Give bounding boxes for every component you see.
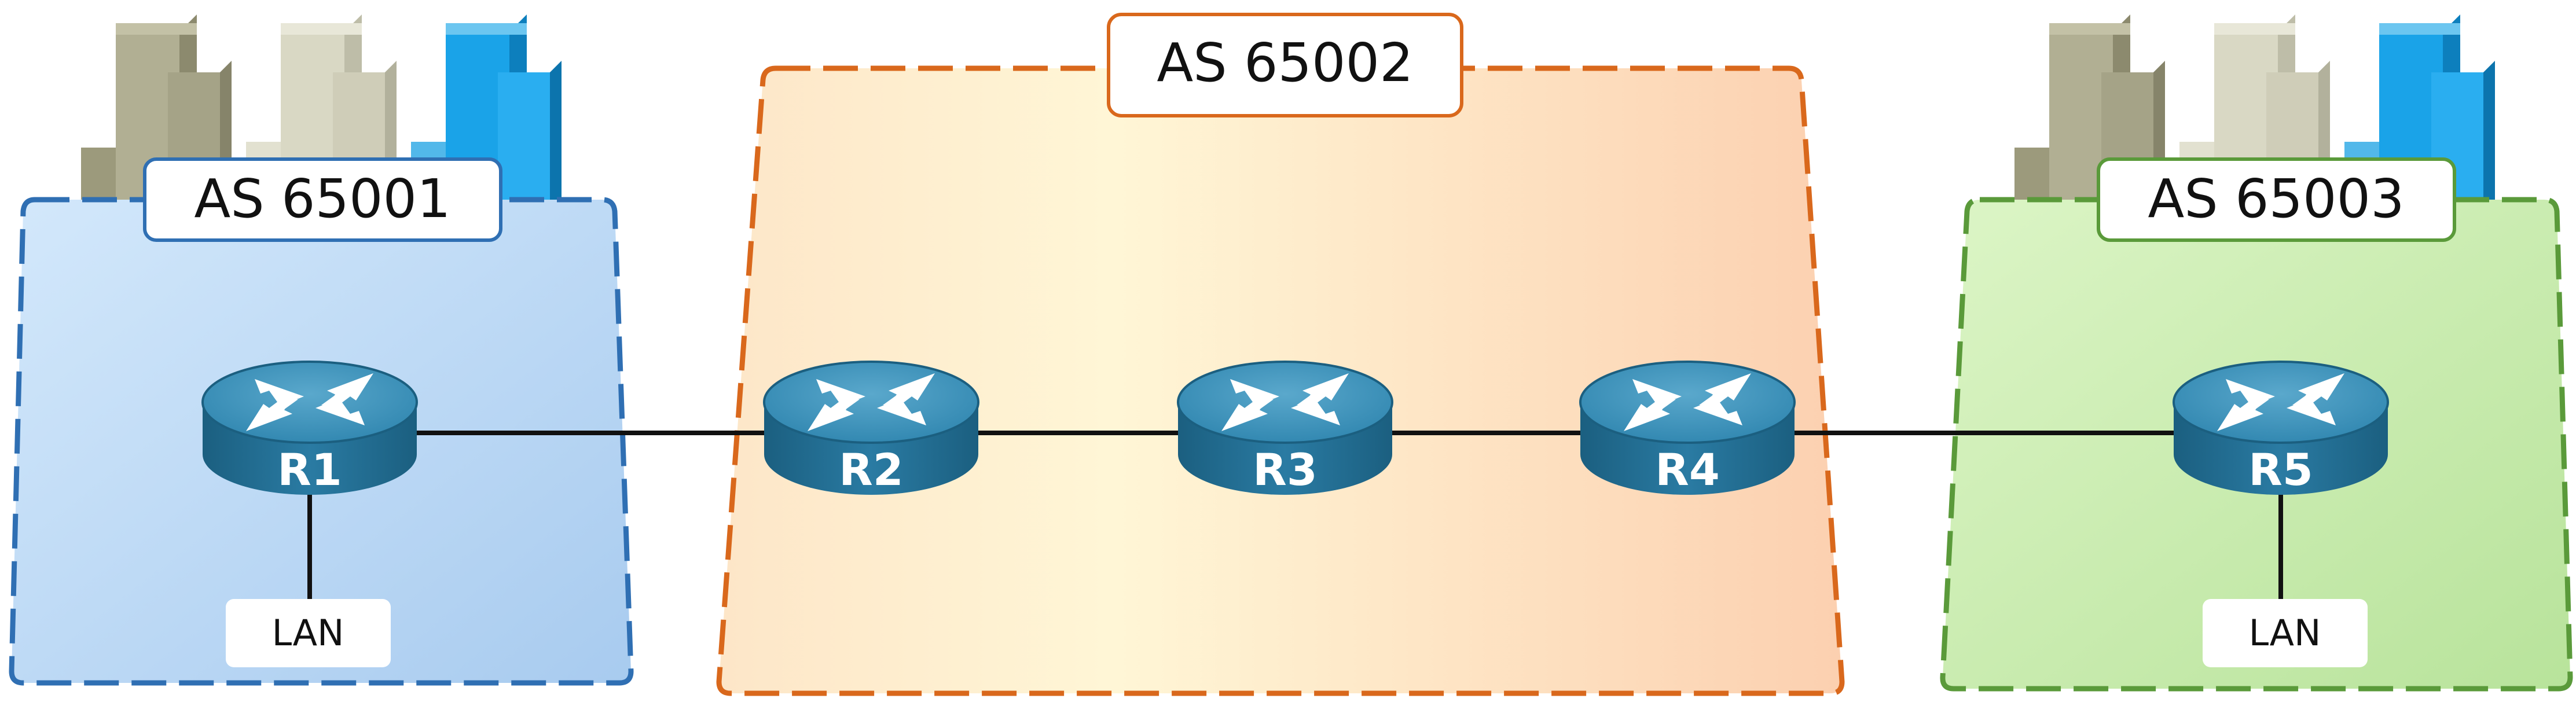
as-label-text: AS 65002 <box>1157 32 1413 94</box>
lan-label: LAN <box>272 612 344 654</box>
as-label-text: AS 65001 <box>194 168 450 230</box>
lan-label: LAN <box>2249 612 2321 654</box>
router-r4[interactable]: R4 <box>1579 361 1796 496</box>
router-r5[interactable]: R5 <box>2173 361 2389 496</box>
lan-box-left: LAN <box>226 599 391 667</box>
as-label-65002: AS 65002 <box>1107 13 1463 117</box>
router-r2[interactable]: R2 <box>763 361 979 496</box>
router-label: R2 <box>839 444 903 495</box>
as-label-text: AS 65003 <box>2148 168 2404 230</box>
router-label: R5 <box>2248 444 2313 495</box>
lan-box-right: LAN <box>2203 599 2368 667</box>
as-label-65001: AS 65001 <box>143 157 502 242</box>
router-label: R3 <box>1253 444 1317 495</box>
router-label: R4 <box>1655 444 1719 495</box>
router-r1[interactable]: R1 <box>201 361 418 496</box>
router-label: R1 <box>277 444 342 495</box>
as-label-65003: AS 65003 <box>2097 157 2456 242</box>
router-r3[interactable]: R3 <box>1177 361 1393 496</box>
